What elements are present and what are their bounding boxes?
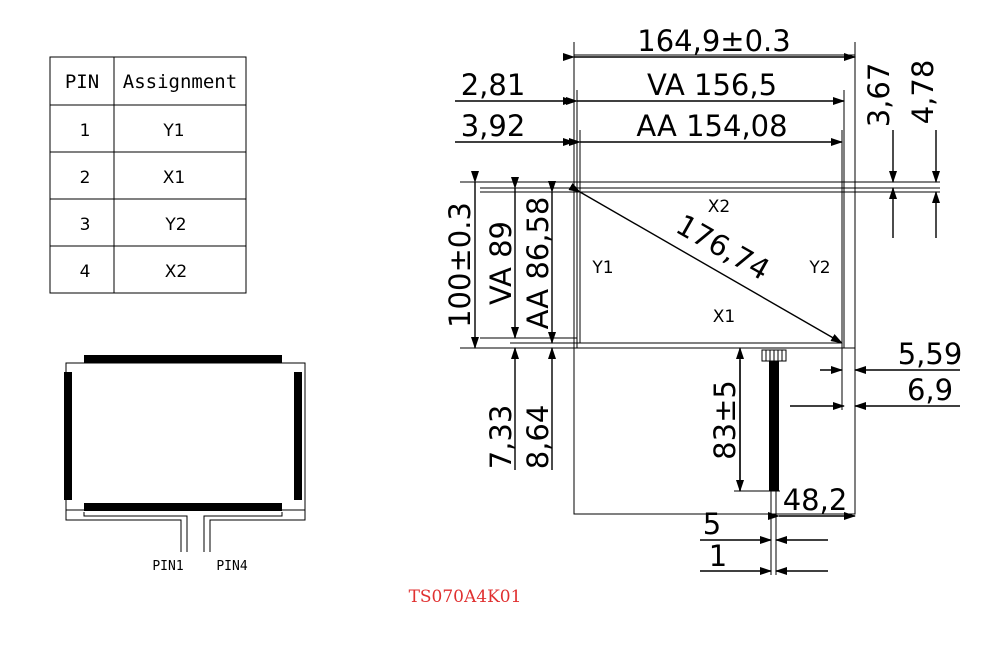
electrode-y1-label: Y1 <box>591 258 613 278</box>
fpc-tail <box>761 349 787 575</box>
tail-position-dim: 48,2 <box>783 483 848 517</box>
model-number: TS070A4K01 <box>409 587 522 607</box>
assignment-header: Assignment <box>123 71 237 93</box>
pin-cell: 2 <box>80 168 91 188</box>
top-offset-aa-dim: 4,78 <box>906 60 940 125</box>
electrode-x2-label: X2 <box>708 197 730 217</box>
pin1-label: PIN1 <box>152 559 183 574</box>
assignment-cell: Y2 <box>164 215 186 235</box>
pin-cell: 1 <box>80 121 91 141</box>
top-offset-va-dim: 3,67 <box>862 63 896 128</box>
pin4-label: PIN4 <box>216 559 247 574</box>
left-offset-va-dim: 2,81 <box>461 68 526 102</box>
electrode-schematic: PIN1 PIN4 <box>64 355 306 574</box>
assignment-cell: X2 <box>165 262 187 282</box>
right-offset-va-dim: 5,59 <box>898 337 963 371</box>
tail-pitch-dim: 1 <box>709 539 727 573</box>
overall-height-dim: 100±0.3 <box>443 202 477 328</box>
overall-width-dim: 164,9±0.3 <box>637 24 790 58</box>
panel-drawing: 164,9±0.3 VA 156,5 2,81 AA 154,08 3,92 3… <box>443 24 962 575</box>
va-width-dim: VA 156,5 <box>647 68 777 102</box>
bottom-offset-va-dim: 7,33 <box>484 405 518 470</box>
va-height-dim: VA 89 <box>484 221 518 305</box>
pin-cell: 4 <box>80 262 91 282</box>
tail-length-dim: 83±5 <box>708 380 742 460</box>
assignment-cell: Y1 <box>162 121 184 141</box>
pin-header: PIN <box>65 71 99 93</box>
electrode-y2-label: Y2 <box>808 258 830 278</box>
left-offset-aa-dim: 3,92 <box>461 109 526 143</box>
assignment-cell: X1 <box>163 168 185 188</box>
aa-height-dim: AA 86,58 <box>521 197 555 330</box>
bottom-offset-aa-dim: 8,64 <box>521 405 555 470</box>
electrode-x1-label: X1 <box>713 307 735 327</box>
pin-cell: 3 <box>80 215 91 235</box>
right-offset-aa-dim: 6,9 <box>907 373 953 407</box>
aa-width-dim: AA 154,08 <box>636 109 787 143</box>
pin-table: PIN Assignment 1 Y1 2 X1 3 Y2 4 X2 <box>49 56 247 294</box>
tail-width-dim: 5 <box>703 507 721 541</box>
